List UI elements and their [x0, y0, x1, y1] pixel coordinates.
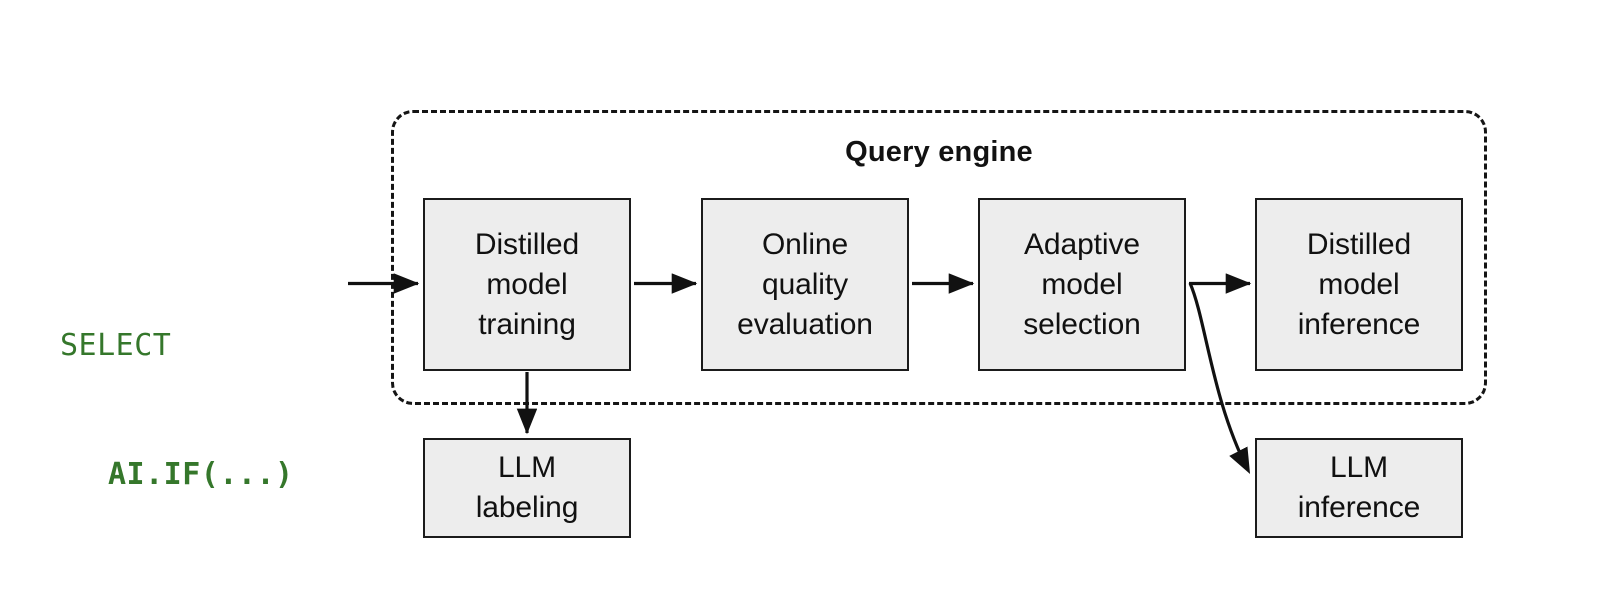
node-distilled-model-inference[interactable]: Distilled model inference — [1255, 198, 1463, 371]
node-llm-labeling[interactable]: LLM labeling — [423, 438, 631, 538]
node-online-quality-evaluation[interactable]: Online quality evaluation — [701, 198, 909, 371]
sql-select-keyword: SELECT — [60, 328, 172, 363]
node-llm-inference[interactable]: LLM inference — [1255, 438, 1463, 538]
sql-query-snippet: SELECT AI.IF(...) — [60, 238, 340, 582]
node-adaptive-model-selection[interactable]: Adaptive model selection — [978, 198, 1186, 371]
node-distilled-model-training[interactable]: Distilled model training — [423, 198, 631, 371]
query-engine-boundary — [391, 110, 1487, 405]
query-engine-title: Query engine — [845, 136, 1033, 168]
sql-ai-if-call: AI.IF(...) — [108, 457, 294, 492]
